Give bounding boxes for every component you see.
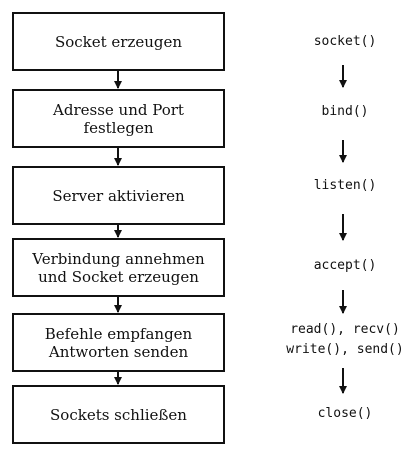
box-label: Befehle empfangen Antworten senden [44, 324, 193, 361]
call-read-recv-write-send: read(), recv() write(), send() [286, 322, 404, 357]
box-label: Server aktivieren [52, 186, 185, 205]
call-accept: accept() [313, 258, 377, 273]
box-befehle-empfangen: Befehle empfangen Antworten senden [12, 313, 225, 372]
box-adresse-port-festlegen: Adresse und Port festlegen [12, 89, 225, 148]
box-label: Adresse und Port festlegen [53, 100, 184, 137]
call-close: close() [317, 406, 373, 421]
box-label: Socket erzeugen [54, 32, 183, 51]
box-socket-erzeugen: Socket erzeugen [12, 12, 225, 71]
call-socket: socket() [313, 34, 377, 49]
call-bind: bind() [321, 104, 369, 119]
box-label: Sockets schließen [50, 405, 187, 424]
box-server-aktivieren: Server aktivieren [12, 166, 225, 225]
box-verbindung-annehmen: Verbindung annehmen und Socket erzeugen [12, 238, 225, 297]
call-listen: listen() [313, 178, 377, 193]
box-label: Verbindung annehmen und Socket erzeugen [32, 249, 205, 286]
box-sockets-schliessen: Sockets schließen [12, 385, 225, 444]
